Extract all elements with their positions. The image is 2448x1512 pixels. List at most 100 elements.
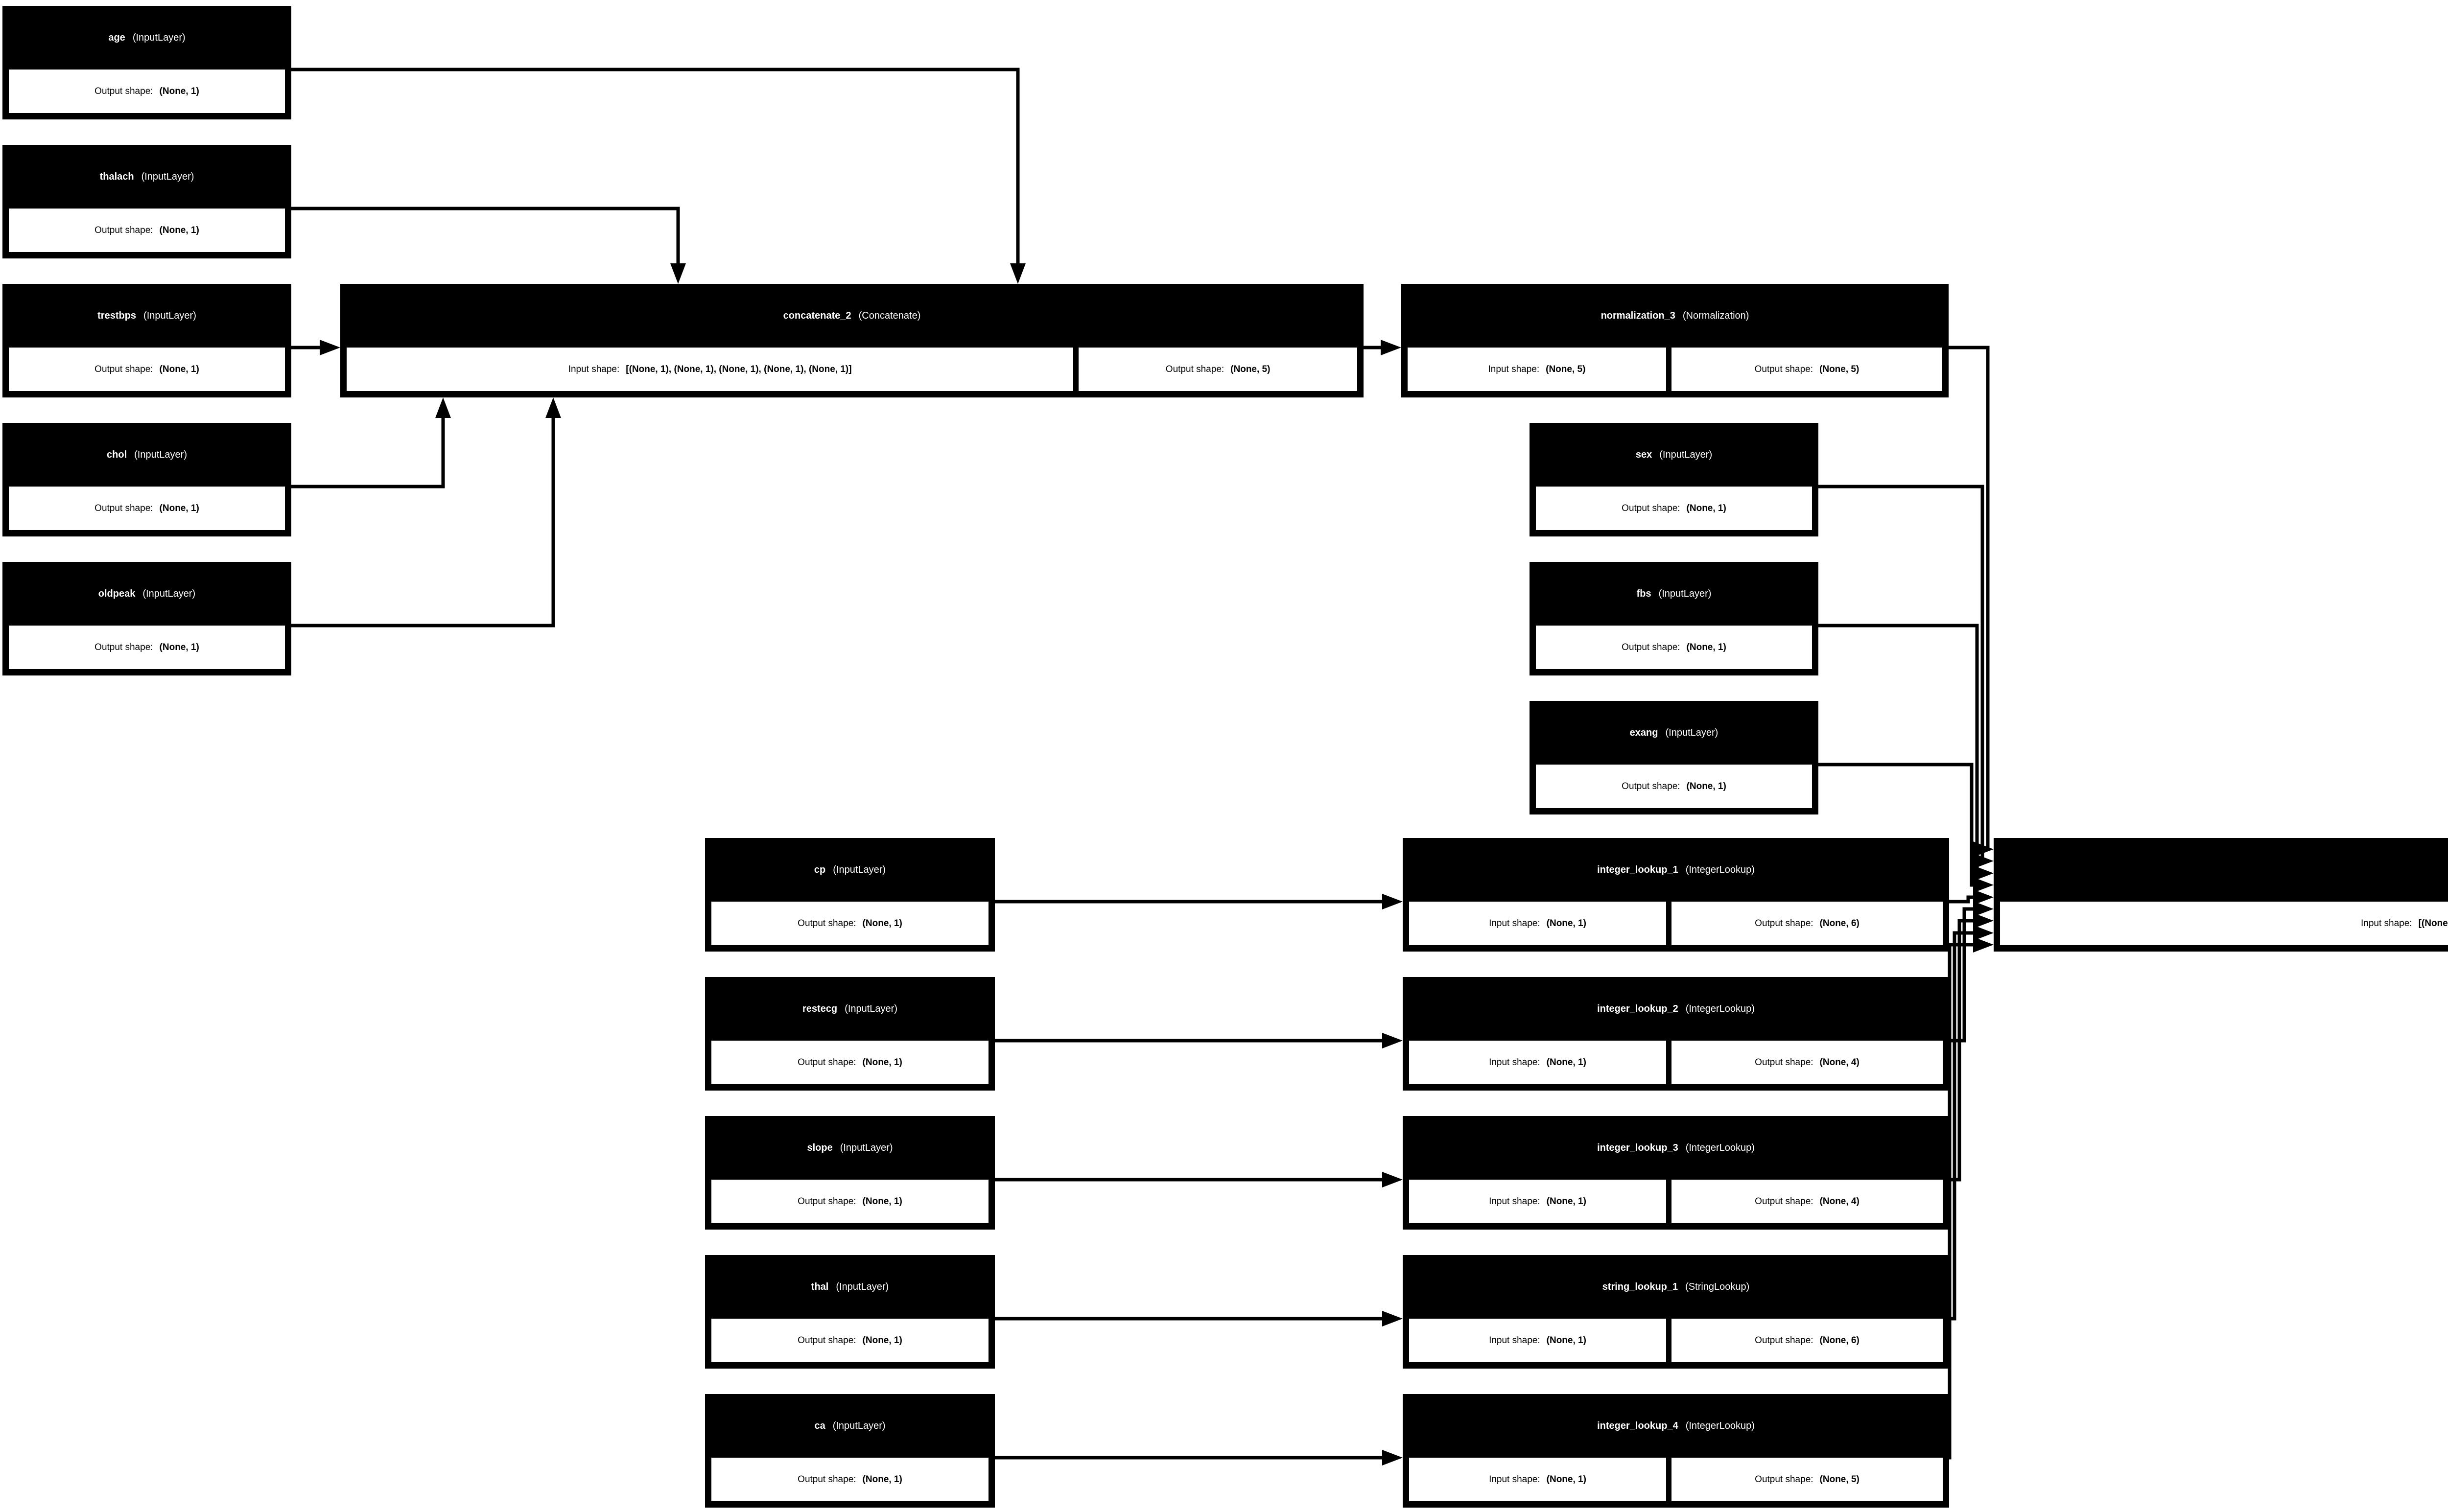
shape-label: Input shape:: [1489, 1196, 1540, 1207]
edge-fbs-to-concatenate_3: [1818, 624, 1989, 875]
arrowhead-age-to-concatenate_2: [1010, 263, 1026, 284]
layer-name: oldpeak: [98, 588, 136, 599]
layer-title: cp (InputLayer): [705, 838, 995, 902]
layer-node-concatenate_2: concatenate_2 (Concatenate) Input shape:…: [340, 284, 1364, 397]
layer-type: (InputLayer): [132, 32, 186, 43]
edge-integer_lookup_4-to-concatenate_3: [1948, 943, 1989, 1460]
output-shape-cell: Output shape:(None, 1): [9, 626, 285, 669]
layer-name: chol: [107, 449, 127, 460]
shape-label: Output shape:: [798, 1057, 856, 1068]
shape-label: Output shape:: [1755, 918, 1813, 929]
arrowhead-fbs-to-concatenate_3: [1973, 865, 1994, 881]
layer-title: integer_lookup_4 (IntegerLookup): [1403, 1394, 1949, 1458]
shape-value: (None, 5): [1819, 364, 1860, 374]
layer-node-thal: thal (InputLayer) Output shape:(None, 1): [705, 1255, 995, 1369]
shape-label: Output shape:: [1622, 781, 1680, 791]
layer-type: (InputLayer): [1658, 588, 1712, 599]
layer-title: normalization_3 (Normalization): [1401, 284, 1949, 348]
shape-cells: Input shape:[(None, 1), (None, 1), (None…: [2000, 902, 2448, 945]
input-shape-cell: Input shape:[(None, 1), (None, 1), (None…: [2000, 902, 2448, 945]
layer-name: cp: [814, 864, 826, 875]
output-shape-cell: Output shape:(None, 6): [1671, 1319, 1943, 1362]
shape-cells: Input shape:(None, 1)Output shape:(None,…: [1409, 902, 1943, 945]
shape-label: Input shape:: [1488, 364, 1540, 374]
shape-label: Input shape:: [1489, 1335, 1540, 1346]
input-shape-cell: Input shape: (None, 1): [1409, 1180, 1666, 1223]
arrowhead-chol-to-concatenate_2: [435, 397, 451, 418]
arrowhead-oldpeak-to-concatenate_2: [545, 397, 561, 418]
layer-node-oldpeak: oldpeak (InputLayer) Output shape:(None,…: [2, 562, 291, 675]
layer-title: exang (InputLayer): [1530, 701, 1818, 765]
layer-type: (InputLayer): [832, 1420, 886, 1431]
shape-label: Output shape:: [798, 1474, 856, 1485]
shape-value: (None, 1): [1546, 1196, 1586, 1207]
input-shape-cell: Input shape:(None, 1): [1409, 1041, 1666, 1084]
layer-title: concatenate_3 (Concatenate): [1994, 838, 2448, 902]
shape-value: (None, 1): [1546, 918, 1586, 929]
shape-cells: Output shape: (None, 1): [711, 1041, 989, 1084]
shape-value: (None, 1): [1546, 1057, 1586, 1068]
shape-label: Output shape:: [1755, 1196, 1813, 1207]
input-shape-cell: Input shape:(None, 1): [1409, 902, 1666, 945]
arrowhead-slope-to-integer_lookup_3: [1382, 1172, 1403, 1187]
shape-label: Output shape:: [1755, 1057, 1813, 1068]
shape-value: (None, 5): [1546, 364, 1586, 374]
shape-value: (None, 1): [862, 1474, 902, 1485]
layer-type: (InputLayer): [845, 1003, 897, 1014]
arrowhead-cp-to-integer_lookup_1: [1382, 894, 1403, 909]
layer-node-fbs: fbs (InputLayer) Output shape:(None, 1): [1530, 562, 1818, 675]
shape-cells: Input shape: (None, 1) Output shape: (None,…: [1409, 1180, 1943, 1223]
layer-name: restecg: [802, 1003, 838, 1014]
layer-type: (InputLayer): [141, 171, 194, 182]
shape-label: Output shape:: [798, 918, 856, 929]
layer-node-integer_lookup_3: integer_lookup_3 (IntegerLookup) Input s…: [1403, 1116, 1949, 1230]
output-shape-cell: Output shape:(None, 5): [1671, 1458, 1943, 1501]
layer-title: integer_lookup_1 (IntegerLookup): [1403, 838, 1949, 902]
layer-title: restecg (InputLayer): [705, 977, 995, 1041]
layer-node-string_lookup_1: string_lookup_1 (StringLookup) Input sha…: [1403, 1255, 1949, 1369]
layer-node-exang: exang (InputLayer) Output shape:(None, 1…: [1530, 701, 1818, 814]
output-shape-cell: Output shape:(None, 1): [711, 902, 989, 945]
edge-string_lookup_1-to-concatenate_3: [1949, 931, 1989, 1321]
layer-name: concatenate_2: [783, 310, 851, 321]
layer-title: age (InputLayer): [2, 6, 291, 70]
layer-title: thal (InputLayer): [705, 1255, 995, 1319]
layer-node-integer_lookup_2: integer_lookup_2 (IntegerLookup) Input s…: [1403, 977, 1949, 1091]
layer-name: exang: [1629, 727, 1658, 738]
layer-name: integer_lookup_3: [1597, 1142, 1678, 1153]
shape-label: Input shape:: [1489, 1474, 1540, 1485]
shape-cells: Output shape:(None, 1): [9, 487, 285, 530]
output-shape-cell: Output shape:(None, 1): [9, 70, 285, 113]
shape-label: Output shape:: [94, 225, 153, 235]
layer-type: (InputLayer): [833, 864, 886, 875]
shape-cells: Input shape:(None, 1) Output shape: (None,…: [1409, 1041, 1943, 1084]
shape-label: Output shape:: [94, 642, 153, 652]
edge-thalach-to-concatenate_2: [291, 207, 680, 279]
layer-type: (InputLayer): [134, 449, 187, 460]
layer-name: ca: [814, 1420, 825, 1431]
layer-type: (InputLayer): [142, 588, 196, 599]
arrowhead-integer_lookup_3-to-concatenate_3: [1973, 913, 1994, 929]
layer-type: (InputLayer): [1659, 449, 1713, 460]
arrowhead-integer_lookup_1-to-concatenate_3: [1973, 889, 1994, 905]
shape-value: (None, 4): [1819, 1196, 1860, 1207]
layer-type: (IntegerLookup): [1685, 1142, 1755, 1153]
shape-label: Output shape:: [94, 86, 153, 96]
layer-type: (InputLayer): [143, 310, 196, 321]
arrowhead-integer_lookup_4-to-concatenate_3: [1973, 937, 1994, 953]
shape-value: (None, 1): [862, 1057, 902, 1068]
layer-type: (Concatenate): [858, 310, 921, 321]
layer-title: sex (InputLayer): [1530, 423, 1818, 487]
layer-name: normalization_3: [1601, 310, 1675, 321]
layer-name: string_lookup_1: [1602, 1281, 1678, 1292]
shape-value: [(None, 1), (None, 1), (None, 1), (None,…: [626, 364, 852, 374]
layer-title: ca (InputLayer): [705, 1394, 995, 1458]
layer-name: fbs: [1636, 588, 1651, 599]
shape-cells: Output shape:(None, 1): [711, 1319, 989, 1362]
arrowhead-trestbps-to-concatenate_2: [320, 340, 340, 355]
output-shape-cell: Output shape:(None, 6): [1671, 902, 1943, 945]
layer-title: slope (InputLayer): [705, 1116, 995, 1180]
layer-type: (StringLookup): [1685, 1281, 1750, 1292]
layer-node-restecg: restecg (InputLayer) Output shape: (None,…: [705, 977, 995, 1091]
